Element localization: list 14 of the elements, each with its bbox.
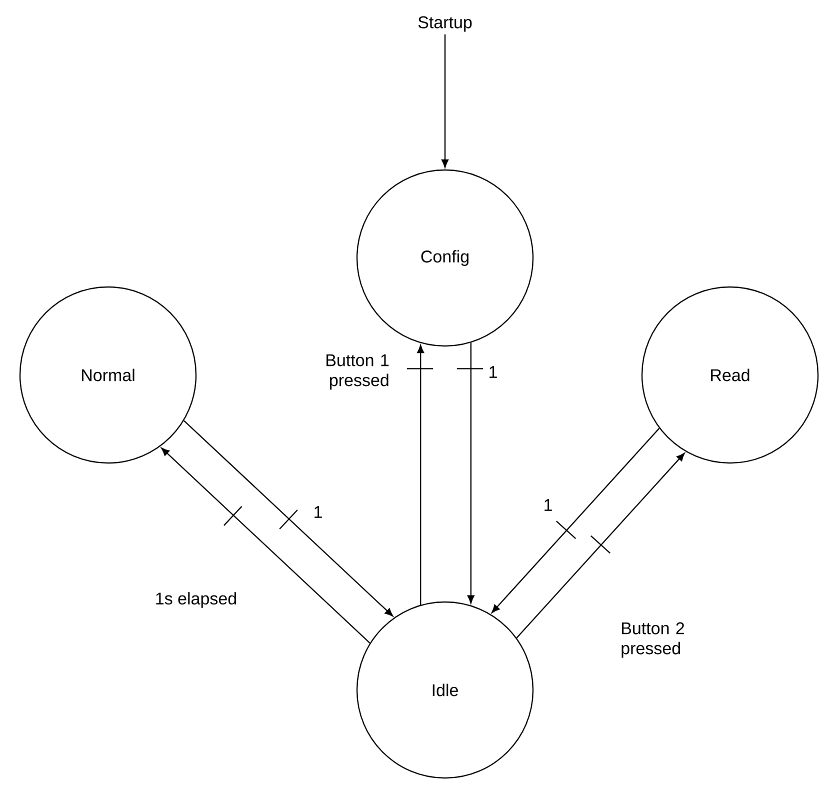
edge-label: 1s elapsed [156,592,236,608]
start-label: Startup [418,16,472,32]
transition-arrow [184,420,394,616]
edge-label: 1 [314,506,322,518]
edge-label: 1 [544,499,552,511]
transition-arrow [407,344,433,605]
transition-arrow [161,448,370,644]
edge-label: Button 1 pressed [326,354,389,390]
transition-arrow [441,34,449,168]
transition-arrow [516,452,685,638]
transition-arrow [492,428,660,613]
transition-arrow [457,342,483,604]
edge-label: 1 [490,366,497,378]
edge-label: Button 2 pressed [622,622,684,658]
